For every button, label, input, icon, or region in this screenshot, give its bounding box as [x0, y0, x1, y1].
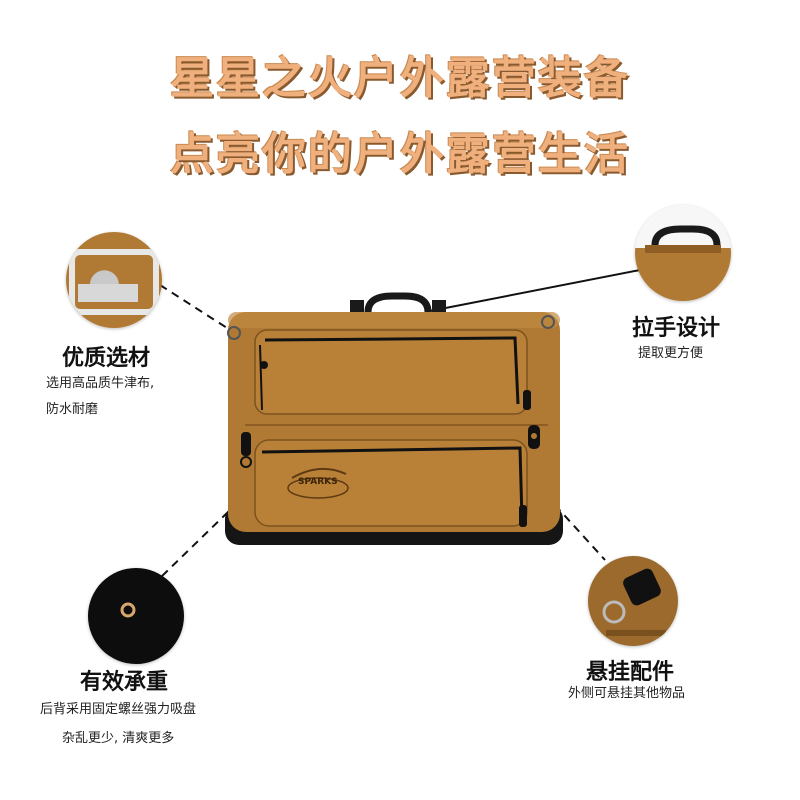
material-detail-image	[66, 232, 162, 328]
accessory-title: 悬挂配件	[586, 660, 675, 685]
material-desc-line-2: 防水耐磨	[46, 402, 99, 417]
material-title: 优质选材	[62, 346, 151, 371]
load-detail-image	[88, 568, 184, 664]
load-title: 有效承重	[80, 670, 169, 695]
connector-handle	[424, 269, 641, 313]
sparks-logo	[287, 467, 349, 499]
load-desc-line-1: 后背采用固定螺丝强力吸盘	[40, 702, 197, 717]
bag-body	[225, 292, 563, 545]
headline-line-2: 点亮你的户外露营生活	[170, 129, 630, 180]
headline-line-1: 星星之火户外露营装备	[170, 53, 630, 104]
handle-title: 拉手设计	[632, 316, 721, 341]
accessory-desc: 外侧可悬挂其他物品	[568, 686, 686, 701]
material-desc-line-1: 选用高品质牛津布,	[46, 376, 155, 391]
load-desc-line-2: 杂乱更少, 清爽更多	[62, 731, 175, 746]
handle-desc: 提取更方便	[638, 346, 704, 361]
connector-load	[159, 511, 229, 579]
handle-detail-image	[635, 205, 731, 301]
connector-accessory	[554, 504, 606, 561]
accessory-detail-image	[588, 556, 678, 646]
logo-text: SPARKS	[298, 477, 338, 487]
connector-material	[159, 284, 239, 336]
